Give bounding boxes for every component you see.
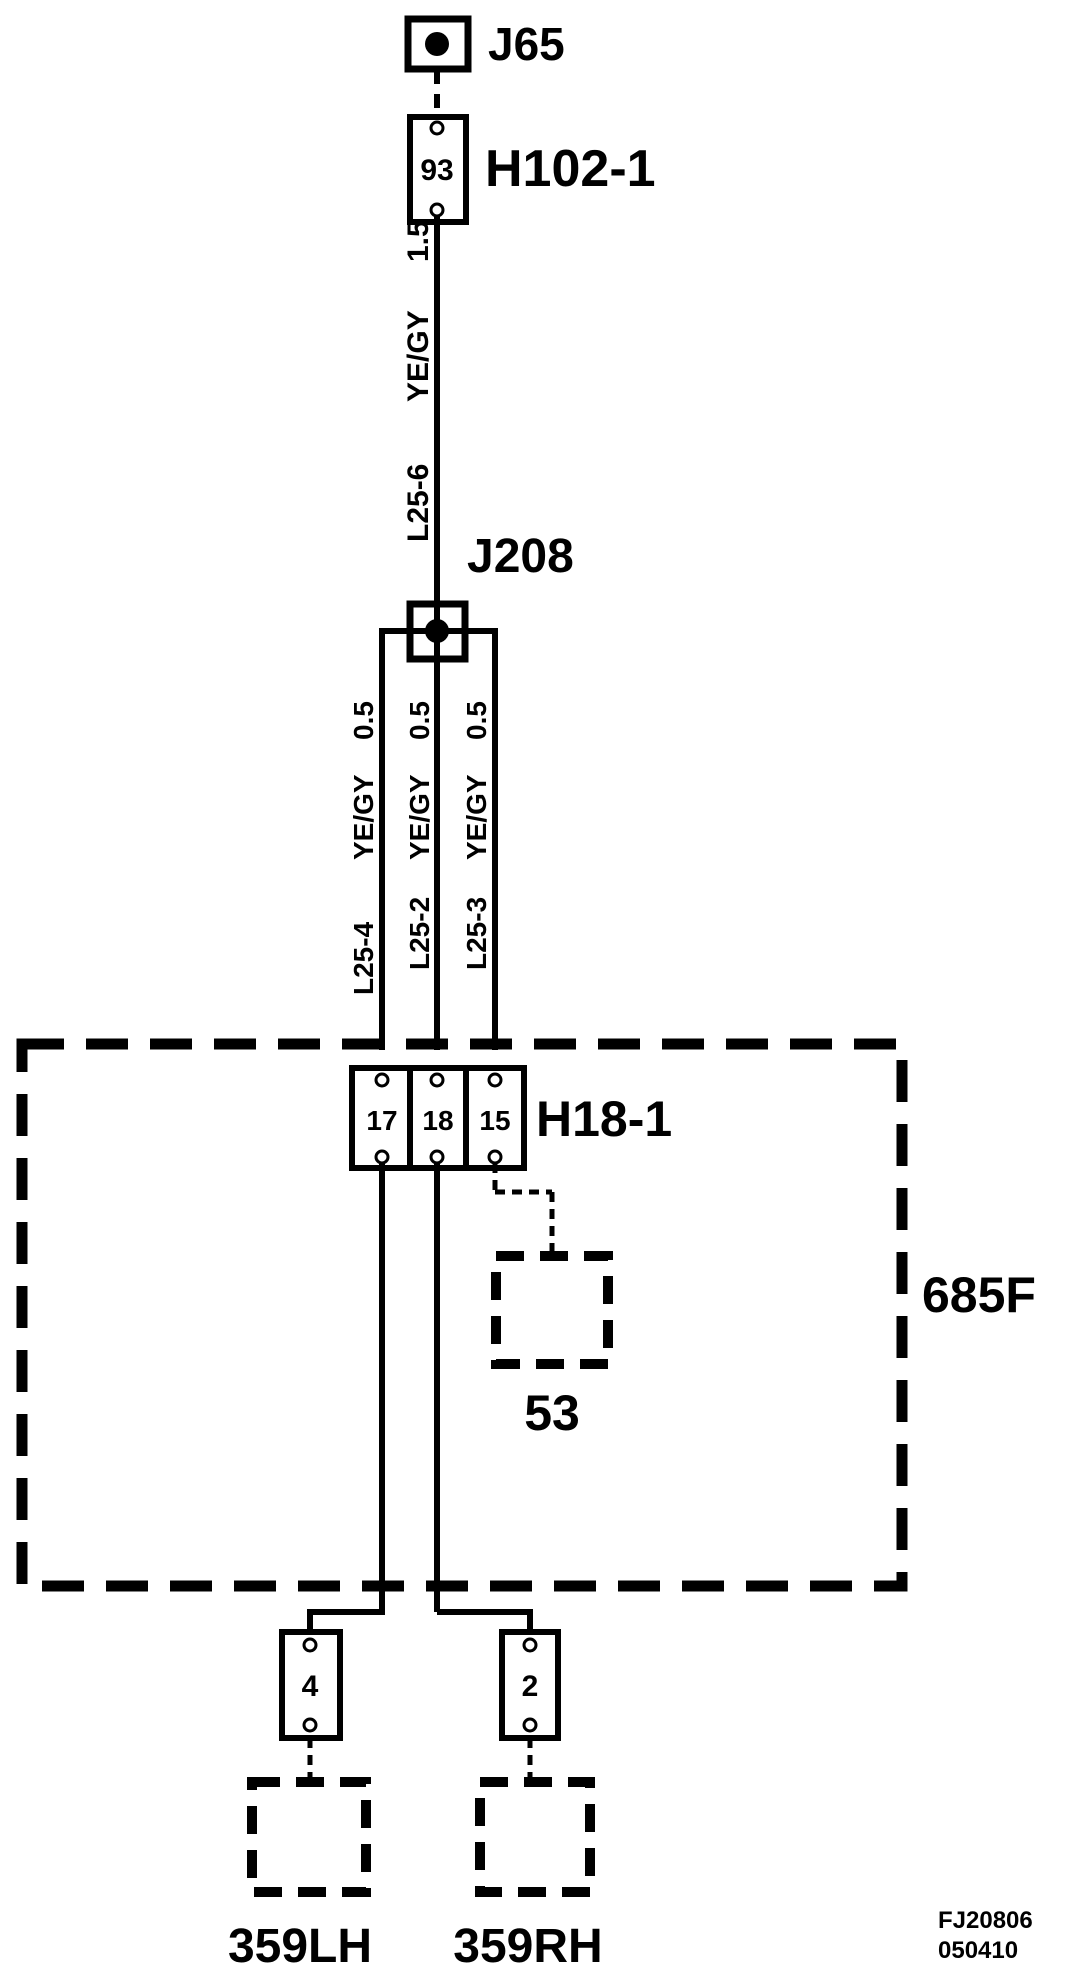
component-359rh: 359RH <box>453 1777 603 1973</box>
connector-359rh: 2 <box>499 1629 561 1741</box>
component-53: 53 <box>491 1251 613 1441</box>
splice-j65-label: J65 <box>488 18 565 70</box>
connector-h102-1-label: H102-1 <box>485 140 656 198</box>
wire-l25-2-circuit: L25-2 <box>404 897 435 970</box>
wire-l25-6-color: YE/GY <box>402 310 435 402</box>
connector-359lh-pin: 4 <box>302 1670 319 1703</box>
connector-359rh-pin: 2 <box>522 1670 539 1703</box>
connector-h102-1-pin: 93 <box>420 154 453 187</box>
wire-l25-3-circuit: L25-3 <box>461 897 492 970</box>
figure-id-line1: FJ20806 <box>938 1907 1033 1934</box>
component-53-label: 53 <box>524 1385 580 1441</box>
wire-l25-3-size: 0.5 <box>461 701 492 740</box>
component-359rh-label: 359RH <box>453 1920 602 1973</box>
module-685f-boundary <box>16 1038 908 1592</box>
wire-l25-2-size: 0.5 <box>404 701 435 740</box>
component-359lh-label: 359LH <box>228 1920 372 1973</box>
wire-l25-6-size: 1.5 <box>402 220 435 262</box>
wire-l25-3-color: YE/GY <box>461 774 492 860</box>
wire-l25-4-size: 0.5 <box>348 701 379 740</box>
wire-l25-4-color: YE/GY <box>348 774 379 860</box>
wire-to-359lh <box>307 1609 382 1635</box>
module-685f-label: 685F <box>922 1267 1036 1323</box>
connector-359lh: 4 <box>279 1629 343 1741</box>
connector-h102-1: 93 H102-1 <box>407 114 656 225</box>
connector-h18-1-pin-17: 17 <box>366 1105 397 1136</box>
connector-h18-1-pin-18: 18 <box>422 1105 453 1136</box>
splice-j65: J65 <box>404 15 565 73</box>
wire-l25-6-circuit: L25-6 <box>402 464 435 542</box>
component-359lh: 359LH <box>228 1777 372 1973</box>
connector-h18-1-pin-15: 15 <box>479 1105 510 1136</box>
wire-to-359rh <box>437 1609 533 1635</box>
wire-l25-4-circuit: L25-4 <box>348 921 379 995</box>
splice-j208-label: J208 <box>467 530 574 583</box>
connector-h18-1: 17 18 15 H18-1 <box>349 1065 672 1171</box>
wire-l25-2-color: YE/GY <box>404 774 435 860</box>
figure-id-line2: 050410 <box>938 1937 1018 1964</box>
connector-h18-1-label: H18-1 <box>536 1091 672 1147</box>
